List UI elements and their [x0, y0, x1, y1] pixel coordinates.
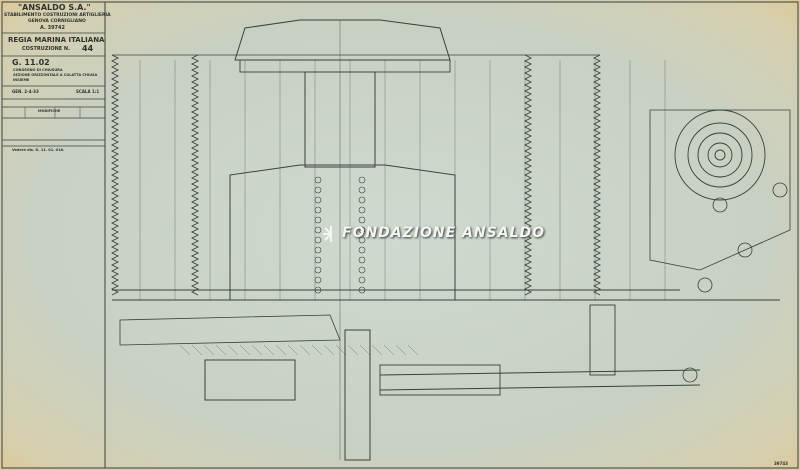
link-rod	[379, 364, 501, 396]
fondazione-logo-icon	[323, 226, 332, 242]
drawing-line	[275, 344, 287, 356]
spring-coil	[314, 206, 322, 214]
description-line-3: INSIEME	[13, 78, 30, 82]
drawing-line	[311, 344, 323, 356]
pivot-circle	[697, 277, 713, 293]
drawing-line	[263, 344, 275, 356]
drawing-line	[251, 344, 263, 356]
navy-label: REGIA MARINA ITALIANA	[8, 36, 105, 44]
drawing-line	[371, 344, 383, 356]
description-line-2: SEZIONE ORIZZONTALE A CULATTA CHIUSA	[13, 73, 98, 77]
thread-right-inner	[523, 54, 533, 296]
drawing-line	[407, 344, 419, 356]
spring-coil	[358, 206, 366, 214]
city: GENOVA CORNIGLIANO	[28, 19, 86, 24]
spring-coil	[314, 226, 322, 234]
drawing-code: G. 11.02	[12, 58, 50, 67]
drawing-line	[335, 344, 347, 356]
drawing-line	[239, 344, 251, 356]
gear-circle	[697, 132, 743, 178]
cap-flange	[239, 59, 451, 73]
scale: SCALA 1:1	[76, 89, 100, 94]
gear-circle	[707, 142, 733, 168]
description-line-1: CONGEGNO DI CHIUSURA	[13, 68, 63, 72]
spring-coil	[358, 276, 366, 284]
spring-coil	[314, 266, 322, 274]
spring-coil	[314, 176, 322, 184]
drawing-line	[347, 344, 359, 356]
gear-circle	[687, 122, 753, 188]
lower-block	[204, 359, 296, 401]
watermark: FONDAZIONE ANSALDO	[342, 225, 545, 241]
spring-coil	[358, 246, 366, 254]
firing-pin-housing	[344, 329, 371, 461]
gear-housing	[649, 109, 791, 271]
division: STABILIMENTO COSTRUZIONI ARTIGLIERIA	[4, 13, 111, 18]
spring-coil	[358, 176, 366, 184]
spring-coil	[314, 186, 322, 194]
sheet-number: 39743	[774, 461, 788, 466]
spring-coil	[314, 196, 322, 204]
drawing-line	[179, 344, 191, 356]
drawing-line	[383, 344, 395, 356]
pivot-circle	[712, 197, 728, 213]
footer-note: Vedere dis. G. 11. 01. 018.	[12, 148, 65, 152]
pivot-circle	[737, 242, 753, 258]
breech-cap	[234, 19, 451, 61]
thread-left	[110, 54, 120, 296]
drawing-line	[379, 384, 701, 391]
lever-block	[589, 304, 616, 376]
spring-coil	[314, 246, 322, 254]
thread-right	[592, 54, 602, 296]
drawing-line	[287, 344, 299, 356]
lower-plate	[119, 314, 341, 346]
spring-coil	[358, 236, 366, 244]
construction-number: 44	[82, 44, 94, 53]
drawing-line	[395, 344, 407, 356]
date: GEN. 2-4-33	[12, 89, 39, 94]
spring-coil	[358, 266, 366, 274]
spring-coil	[314, 256, 322, 264]
spring-coil	[314, 276, 322, 284]
drawing-line	[299, 344, 311, 356]
gear-circle	[714, 149, 726, 161]
drawing-line	[203, 344, 215, 356]
company-name: "ANSALDO S.A."	[18, 3, 91, 12]
drawing-line	[379, 369, 701, 376]
drawing-line	[227, 344, 239, 356]
drawing-line	[359, 344, 371, 356]
drawing-line	[191, 344, 203, 356]
spring-coil	[358, 256, 366, 264]
spring-coil	[358, 286, 366, 294]
drawing-line	[215, 344, 227, 356]
drawing-line	[323, 344, 335, 356]
gear-circle	[674, 109, 766, 201]
drawing-ref: A. 39742	[40, 25, 65, 31]
spring-coil	[358, 216, 366, 224]
spring-coil	[314, 236, 322, 244]
spring-coil	[358, 186, 366, 194]
spring-coil	[358, 196, 366, 204]
spring-coil	[358, 226, 366, 234]
spring-coil	[314, 216, 322, 224]
pivot-circle	[682, 367, 698, 383]
thread-left-inner	[190, 54, 200, 296]
pivot-circle	[772, 182, 788, 198]
modifications-header: MODIFICHE	[38, 109, 61, 113]
construction-label: COSTRUZIONE N.	[22, 46, 71, 52]
